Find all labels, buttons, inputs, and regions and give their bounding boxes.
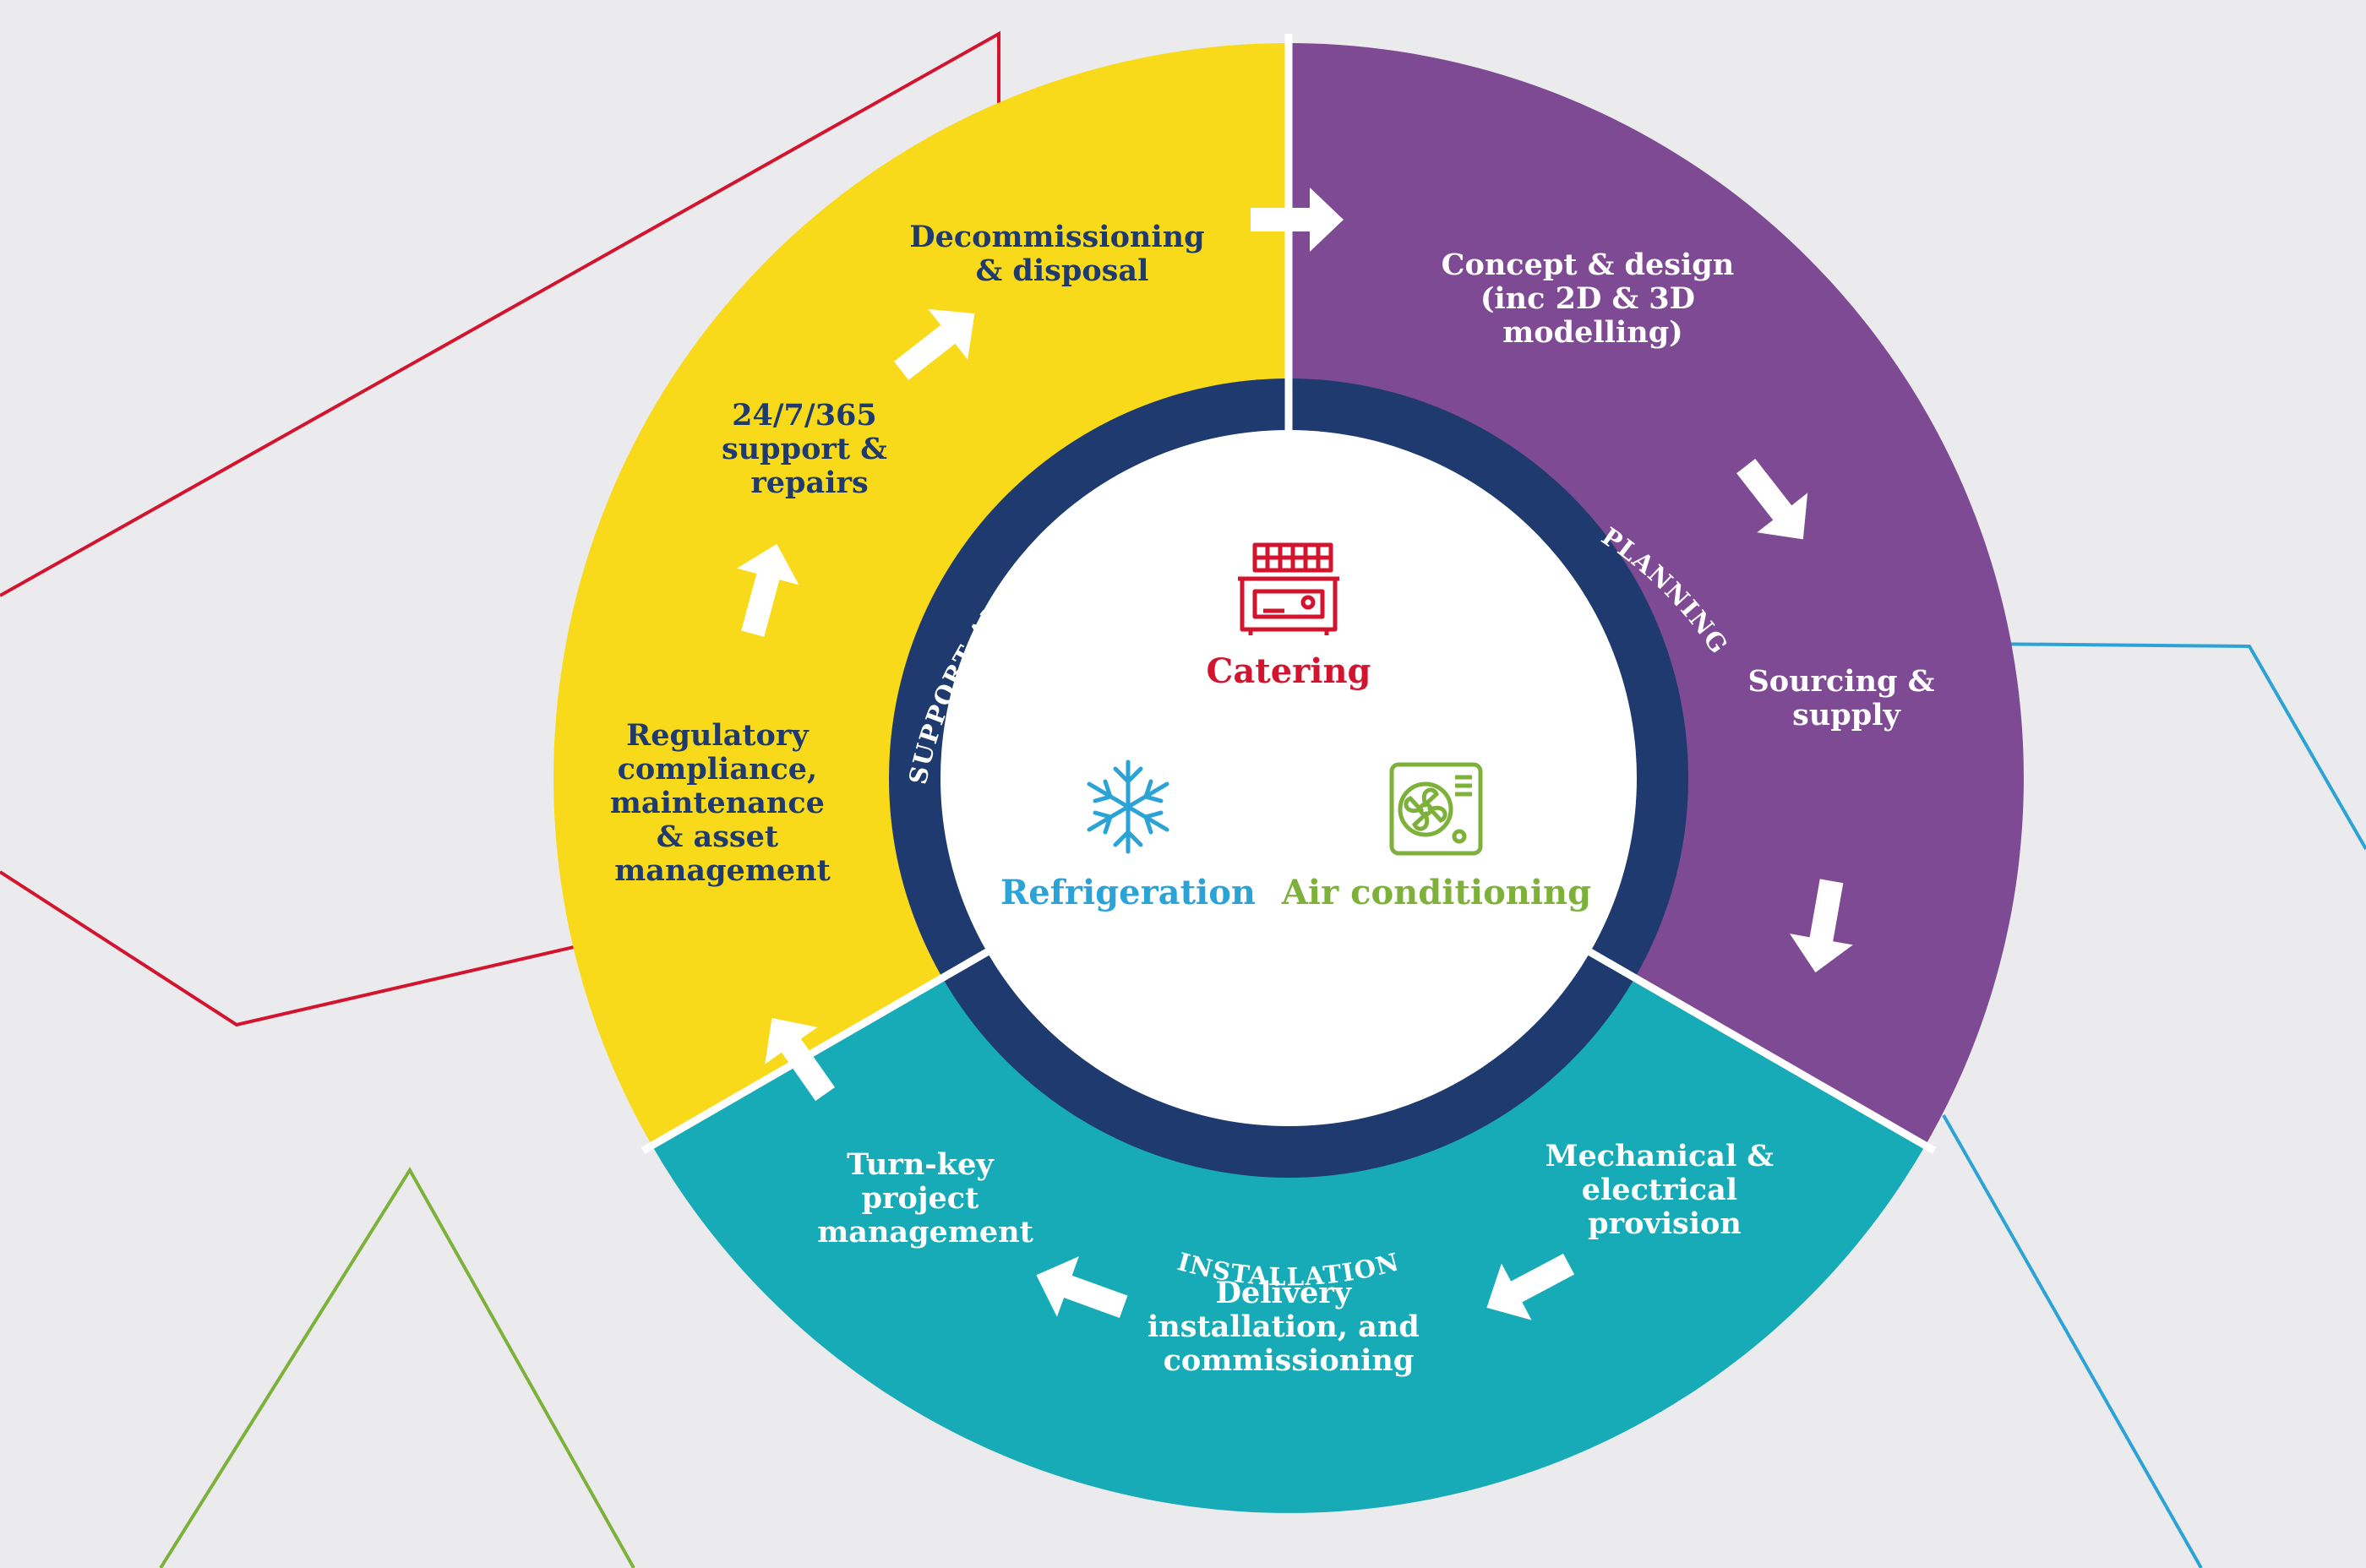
step-turnkey-project-management: Turn-key project management (817, 1147, 1033, 1250)
step-support-repairs: 24/7/365 support & repairs (722, 398, 897, 500)
decorative-blue-line-lower (1942, 1114, 2203, 1568)
arrow-icon (1486, 1253, 1575, 1320)
arrow-icon (1789, 879, 1853, 973)
arrow-icon (1251, 188, 1344, 252)
decorative-green-line (159, 1167, 635, 1568)
fryer-icon (1238, 542, 1339, 635)
air-conditioner-icon (1389, 762, 1483, 856)
arrow-icon (765, 1017, 836, 1102)
arrow-icon (1736, 459, 1808, 540)
arrow-icon (894, 308, 975, 380)
refrigeration-label: Refrigeration (1000, 873, 1256, 912)
step-regulatory-compliance: Regulatory compliance, maintenance & ass… (610, 718, 835, 888)
step-delivery-installation: Delivery installation, and commissioning (1148, 1276, 1430, 1378)
step-decommissioning-disposal: Decommissioning & disposal (909, 220, 1215, 288)
center-circle (940, 430, 1637, 1126)
air-conditioning-label: Air conditioning (1281, 873, 1591, 912)
decorative-blue-line (1976, 642, 2366, 850)
arrow-icon (737, 543, 799, 637)
snowflake-icon (1087, 760, 1169, 854)
step-mechanical-electrical: Mechanical & electrical provision (1546, 1139, 1784, 1241)
catering-label: Catering (1207, 651, 1371, 691)
arrow-icon (1036, 1256, 1128, 1318)
step-sourcing-supply: Sourcing & supply (1747, 664, 1944, 732)
step-concept-design: Concept & design (inc 2D & 3D modelling) (1442, 248, 1745, 350)
